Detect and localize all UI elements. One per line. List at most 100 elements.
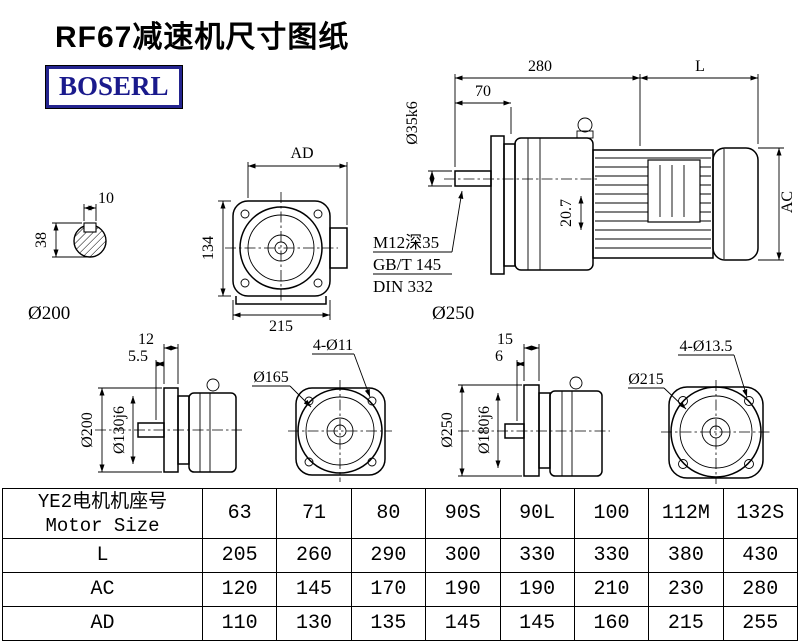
dim-d215: Ø215 bbox=[628, 371, 687, 410]
dim-134: 134 bbox=[200, 200, 231, 297]
terminal-box bbox=[329, 227, 348, 269]
cell-ad-71: 130 bbox=[276, 606, 352, 641]
dim-ad-label: AD bbox=[290, 145, 313, 162]
dim-134-label: 134 bbox=[200, 236, 217, 260]
dim-207-label: 20.7 bbox=[558, 199, 575, 227]
cell-ad-112m: 215 bbox=[648, 606, 724, 641]
note-4d11-label: 4-Ø11 bbox=[313, 337, 353, 354]
label-d200: Ø200 bbox=[28, 303, 70, 324]
housing bbox=[549, 390, 603, 477]
dim-20-7: 20.7 bbox=[558, 196, 584, 230]
dim-d130-label: Ø130j6 bbox=[111, 406, 128, 454]
row-label-l: L bbox=[2, 538, 203, 573]
size-col-80: 80 bbox=[350, 488, 427, 539]
table-row-l: L 205 260 290 300 330 330 380 430 bbox=[2, 538, 799, 573]
dim-d130: Ø130j6 bbox=[111, 396, 136, 464]
note-holes-1: 4-Ø11 bbox=[312, 337, 371, 398]
cell-ad-80: 135 bbox=[350, 606, 427, 641]
dim-ac-label: AC bbox=[779, 191, 796, 213]
cell-l-90l: 330 bbox=[499, 538, 575, 573]
housing bbox=[188, 392, 237, 473]
cell-ad-90l: 145 bbox=[499, 606, 575, 641]
dim-d215-label: Ø215 bbox=[628, 371, 664, 388]
cell-l-63: 205 bbox=[201, 538, 278, 573]
size-col-71: 71 bbox=[276, 488, 352, 539]
table-header-row: YE2电机机座号 Motor Size 63 71 80 90S 90L 100… bbox=[2, 488, 799, 539]
dimension-drawing: 10 38 Ø200 AD bbox=[28, 58, 796, 484]
cell-ad-90s: 145 bbox=[425, 606, 501, 641]
row-label-ac: AC bbox=[2, 572, 203, 607]
size-col-63: 63 bbox=[201, 488, 278, 539]
dim-35k6-label: Ø35k6 bbox=[404, 101, 421, 145]
cell-ac-71: 145 bbox=[276, 572, 352, 607]
cell-ac-63: 120 bbox=[201, 572, 278, 607]
cell-l-90s: 300 bbox=[425, 538, 501, 573]
eyebolt bbox=[206, 378, 220, 392]
dim-12-label: 12 bbox=[138, 331, 154, 348]
motor-terminal-box bbox=[647, 159, 701, 223]
motor-size-header-en: Motor Size bbox=[45, 514, 160, 537]
cell-ac-112m: 230 bbox=[648, 572, 724, 607]
dim-5-5: 5.5 bbox=[128, 348, 164, 420]
note-din-label: DIN 332 bbox=[373, 277, 433, 296]
eyebolt bbox=[577, 117, 593, 133]
dim-10-label: 10 bbox=[98, 190, 114, 207]
note-m12-label: M12深35 bbox=[373, 233, 439, 252]
side-view-small-2: 15 6 Ø250 Ø180j6 bbox=[439, 331, 610, 477]
dim-d180-label: Ø180j6 bbox=[476, 406, 493, 454]
label-d250: Ø250 bbox=[432, 303, 474, 324]
dim-d200: Ø200 bbox=[79, 387, 162, 473]
flange-disc-2 bbox=[503, 143, 516, 267]
flange-outline bbox=[295, 387, 386, 476]
dim-l-label: L bbox=[695, 58, 705, 75]
keyway bbox=[83, 222, 97, 233]
dim-215-label: 215 bbox=[269, 318, 293, 335]
dim-38-label: 38 bbox=[33, 232, 50, 248]
page-title: RF67减速机尺寸图纸 bbox=[55, 21, 350, 54]
cell-l-71: 260 bbox=[276, 538, 352, 573]
dim-70-label: 70 bbox=[475, 83, 491, 100]
flange-view-1: 4-Ø11 Ø165 bbox=[252, 337, 392, 482]
dim-ac: AC bbox=[758, 147, 796, 261]
dim-215: 215 bbox=[232, 300, 331, 335]
cell-ac-80: 170 bbox=[350, 572, 427, 607]
flange-view-2: 4-Ø13.5 Ø215 bbox=[628, 338, 771, 484]
side-view-small-1: 12 5.5 Ø200 Ø130j6 bbox=[79, 331, 242, 473]
thread-notes: M12深35 GB/T 145 DIN 332 bbox=[373, 190, 464, 296]
dim-l: L bbox=[640, 58, 759, 144]
dim-shaft-height: 38 bbox=[33, 222, 88, 258]
dim-d165-label: Ø165 bbox=[253, 369, 289, 386]
note-4d135-label: 4-Ø13.5 bbox=[680, 338, 733, 355]
motor-side-view: 280 L 70 Ø35k6 20.7 AC M12深 bbox=[373, 58, 796, 296]
dim-ad: AD bbox=[247, 145, 348, 225]
size-col-90l: 90L bbox=[499, 488, 575, 539]
dim-15-label: 15 bbox=[497, 331, 513, 348]
cell-l-80: 290 bbox=[350, 538, 427, 573]
gearbox-front-view: AD 134 215 Ø250 bbox=[200, 145, 474, 335]
cell-ac-100: 210 bbox=[573, 572, 650, 607]
dim-d200-label: Ø200 bbox=[79, 412, 96, 448]
note-holes-2: 4-Ø13.5 bbox=[678, 338, 748, 398]
cell-ad-132s: 255 bbox=[722, 606, 799, 641]
motor-size-table: YE2电机机座号 Motor Size 63 71 80 90S 90L 100… bbox=[2, 488, 799, 641]
size-col-132s: 132S bbox=[722, 488, 799, 539]
table-row-ac: AC 120 145 170 190 190 210 230 280 bbox=[2, 572, 799, 607]
dim-280: 280 bbox=[454, 58, 641, 167]
motor-size-header: YE2电机机座号 Motor Size bbox=[2, 488, 203, 539]
cell-ac-90l: 190 bbox=[499, 572, 575, 607]
motor-size-header-cn: YE2电机机座号 bbox=[37, 490, 168, 513]
dim-d250-label: Ø250 bbox=[439, 412, 456, 448]
cell-ad-63: 110 bbox=[201, 606, 278, 641]
dim-15: 15 bbox=[497, 331, 540, 381]
boserl-logo: BOSERL bbox=[45, 65, 183, 109]
dim-keyway-width: 10 bbox=[83, 190, 114, 221]
note-gbt-label: GB/T 145 bbox=[373, 255, 441, 274]
table-row-ad: AD 110 130 135 145 145 160 215 255 bbox=[2, 606, 799, 641]
dim-shaft-dia: Ø35k6 bbox=[404, 101, 452, 187]
flange-disc bbox=[523, 384, 540, 477]
size-col-90s: 90S bbox=[425, 488, 501, 539]
flange-disc-1 bbox=[490, 135, 505, 275]
dim-d165: Ø165 bbox=[252, 369, 312, 408]
input-shaft bbox=[454, 170, 492, 187]
cell-l-132s: 430 bbox=[722, 538, 799, 573]
